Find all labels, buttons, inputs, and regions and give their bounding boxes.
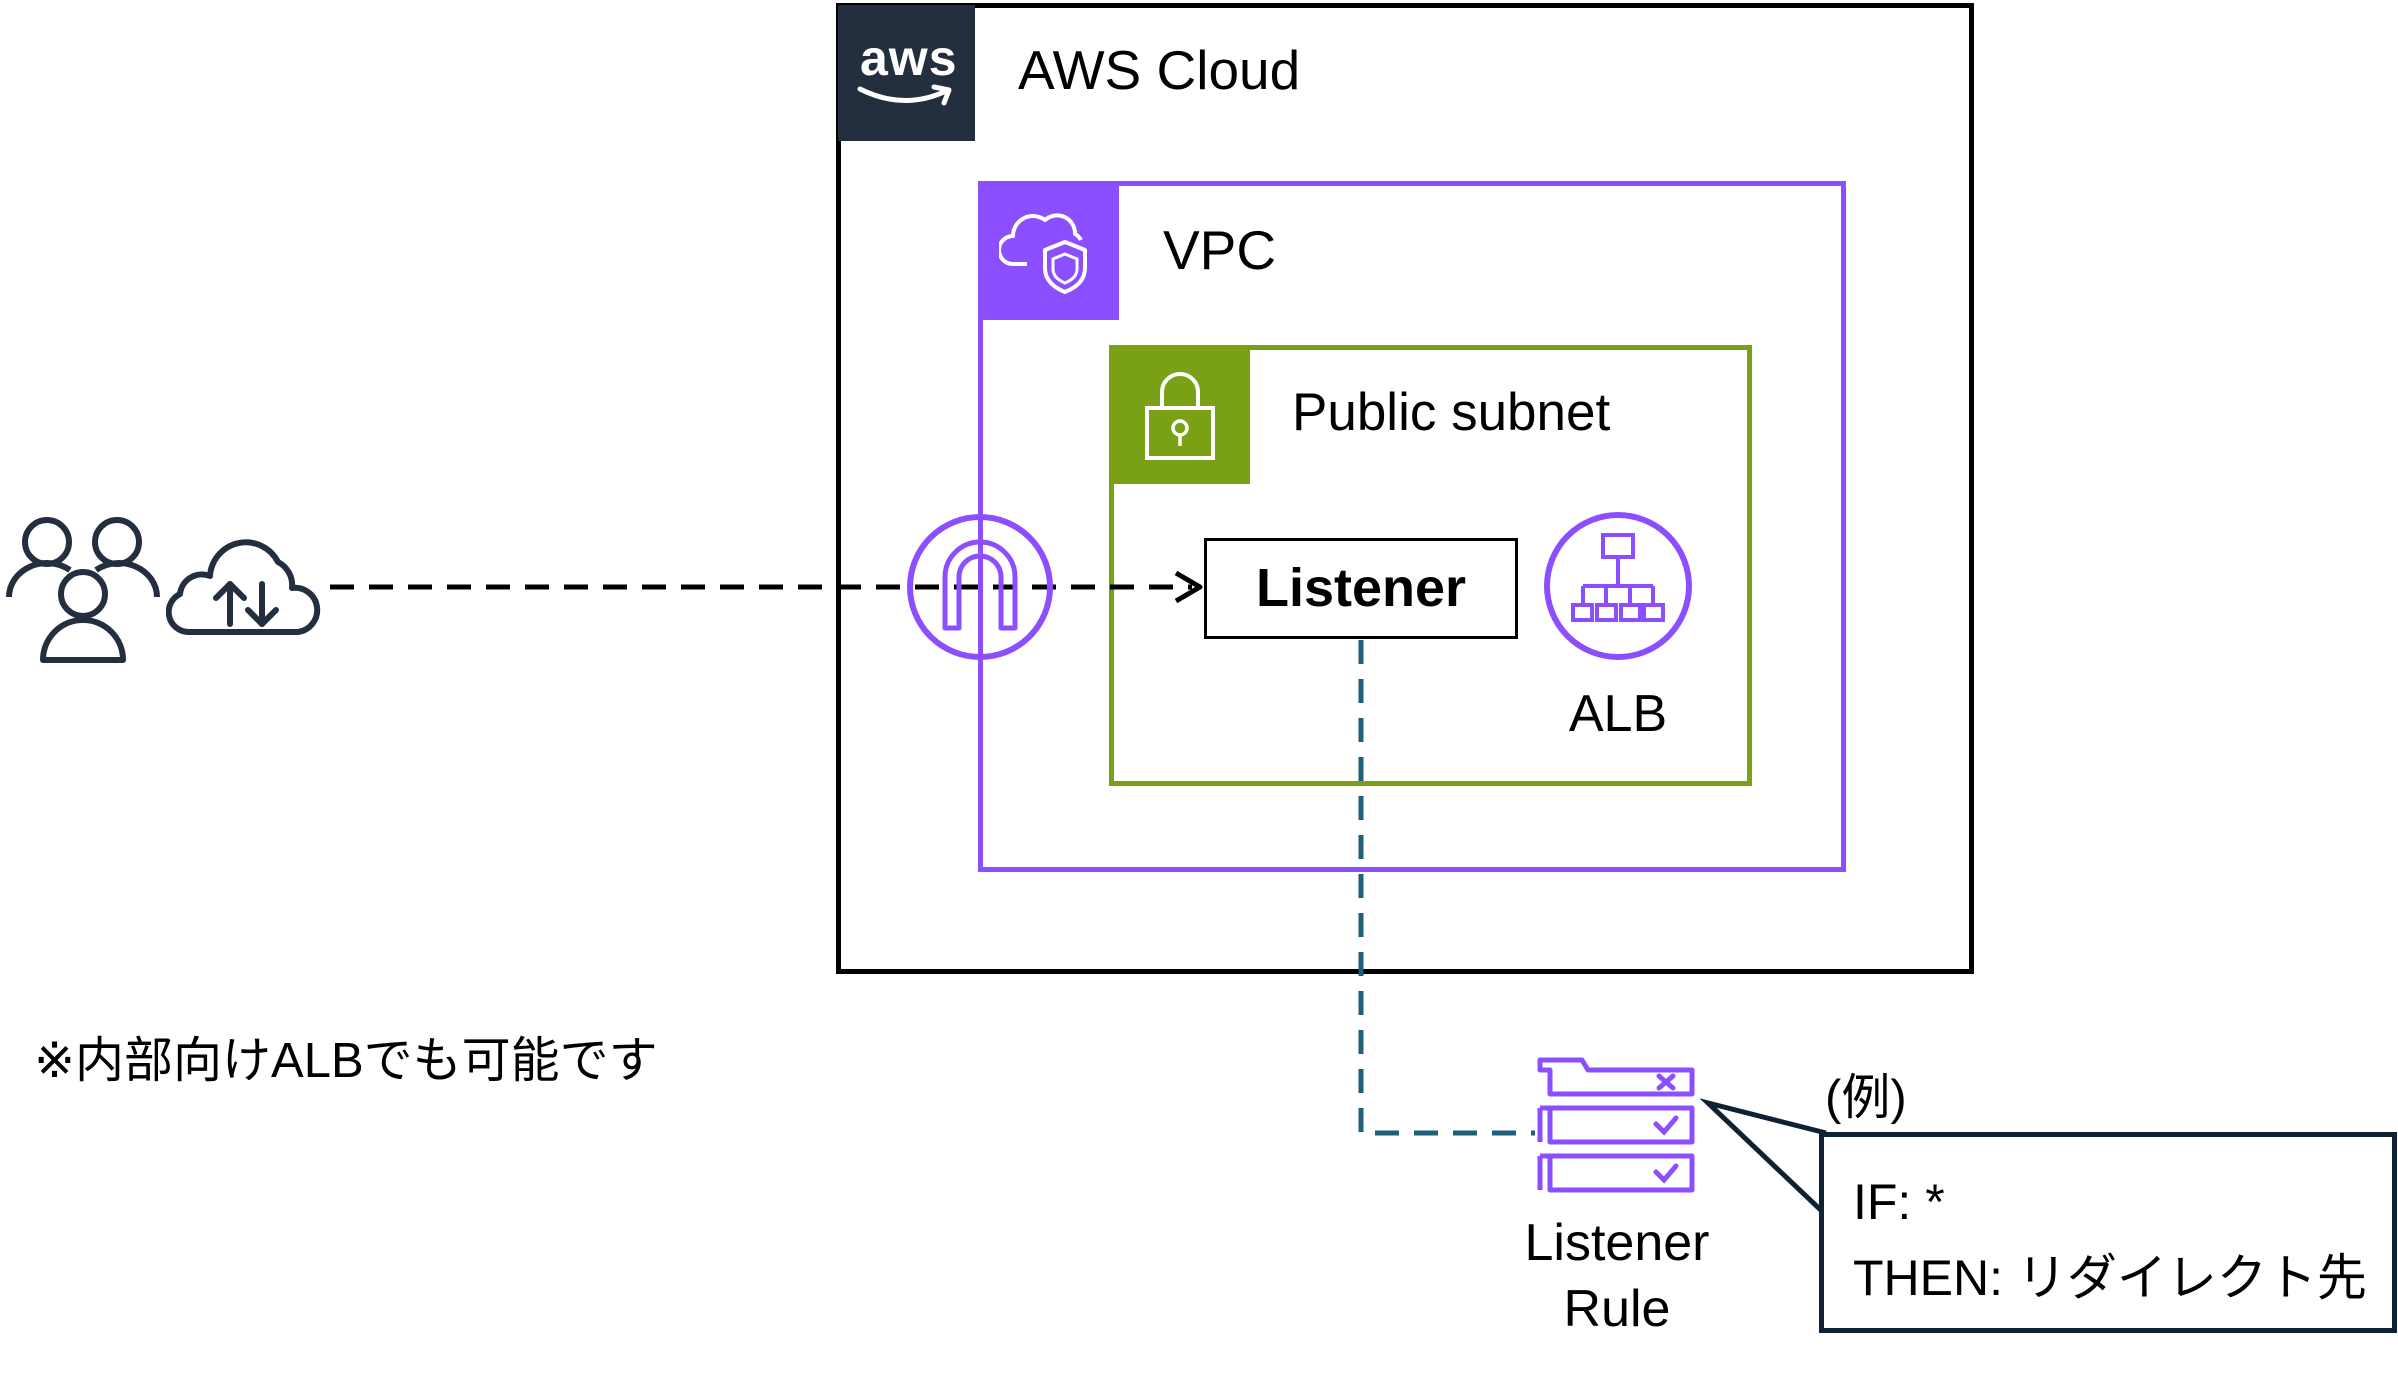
listener-rule-label-line1: Listener — [1524, 1214, 1710, 1272]
aws-cloud-group — [836, 3, 1974, 974]
load-balancer-icon — [1544, 512, 1692, 660]
aws-cloud-title: AWS Cloud — [1018, 39, 1301, 101]
callout-pointer — [1700, 1098, 1828, 1217]
cloud-upload-download-icon — [166, 539, 321, 635]
aws-smile-icon — [857, 84, 952, 106]
vpc-cloud-shield-icon — [999, 213, 1087, 294]
arrow-head — [1174, 570, 1203, 604]
listener-box — [1204, 538, 1518, 639]
note-text: ※内部向けALBでも可能です — [34, 1034, 658, 1088]
public-subnet-title: Public subnet — [1292, 383, 1611, 442]
users-icon — [6, 517, 160, 663]
vpc-icon-tile — [979, 181, 1119, 320]
example-callout-box — [1819, 1132, 2397, 1333]
listener-label: Listener — [1255, 558, 1467, 618]
lock-icon — [1145, 372, 1215, 460]
vpc-title: VPC — [1163, 219, 1277, 281]
example-then-line: THEN: リダイレクト先 — [1853, 1250, 2367, 1306]
listener-rule-label-line2: Rule — [1563, 1280, 1671, 1338]
aws-logo-tile: aws — [838, 5, 975, 141]
aws-logo-text: aws — [860, 30, 958, 86]
example-if-line: IF: * — [1853, 1174, 1945, 1230]
listener-to-rule-connector — [1358, 640, 1535, 1136]
public-subnet-icon-tile — [1110, 346, 1250, 484]
example-heading: (例) — [1825, 1071, 1907, 1125]
internet-gateway-icon — [907, 514, 1053, 660]
public-subnet-group — [1109, 345, 1752, 786]
alb-label: ALB — [1568, 685, 1668, 743]
vpc-group — [978, 181, 1846, 872]
rules-icon — [1537, 1057, 1695, 1193]
